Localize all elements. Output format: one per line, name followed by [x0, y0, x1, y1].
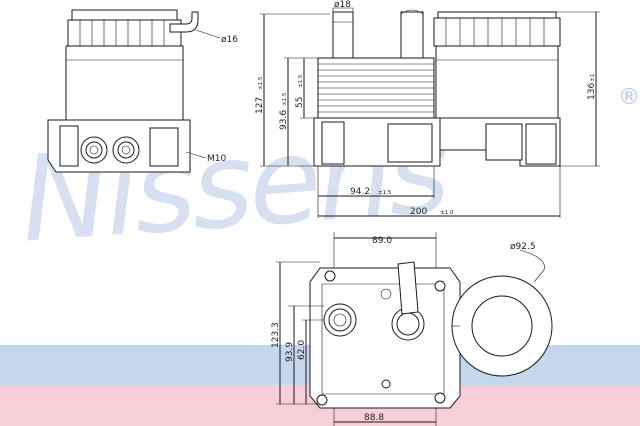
label-d-outlet: ø16 [221, 35, 238, 45]
label-h-stack-tol: ±1.5 [298, 74, 304, 88]
label-d-filter: ø92.5 [510, 242, 536, 252]
label-h-core-tol: ±1.5 [282, 92, 288, 106]
label-h-left-c: 62.0 [297, 340, 307, 360]
label-w-block-tol: ±1.5 [378, 190, 392, 196]
top-view: 89.0 ø92.5 123.3 93.9 [271, 232, 553, 426]
label-w-total: 200 [410, 207, 427, 217]
right-front-view: ø18 127 ±1.5 93.6 ±1.5 55 ±1.5 136 ±1 94… [255, 0, 600, 218]
left-body [65, 45, 184, 121]
label-h-total-left-tol: ±1.5 [258, 76, 264, 90]
label-h-left-b: 93.9 [285, 342, 295, 362]
label-h-core: 93.6 [279, 110, 289, 130]
label-h-right-tol: ±1 [590, 74, 596, 82]
label-h-stack: 55 [295, 97, 305, 108]
left-side-view: ø16 M10 [47, 9, 238, 173]
label-w-top: 89.0 [372, 236, 392, 246]
left-cap-ribbed [67, 19, 182, 47]
label-w-total-tol: ±1.0 [440, 210, 454, 216]
filter-body [435, 45, 559, 119]
label-h-left-a: 123.3 [271, 322, 281, 348]
label-h-total-left: 127 [255, 97, 265, 114]
label-h-right: 136 [587, 83, 597, 100]
top-pipe [397, 261, 419, 315]
pipe-left [332, 11, 354, 59]
pipe-right [400, 11, 424, 59]
label-d-pipe: ø18 [334, 0, 351, 10]
label-thread: M10 [207, 154, 226, 164]
filter-cap-ribbed [433, 17, 561, 47]
left-outlet-pipe [169, 11, 199, 33]
registered-mark: ® [618, 85, 640, 110]
label-w-bottom: 88.8 [364, 413, 384, 423]
label-w-block: 94.2 [350, 187, 370, 197]
